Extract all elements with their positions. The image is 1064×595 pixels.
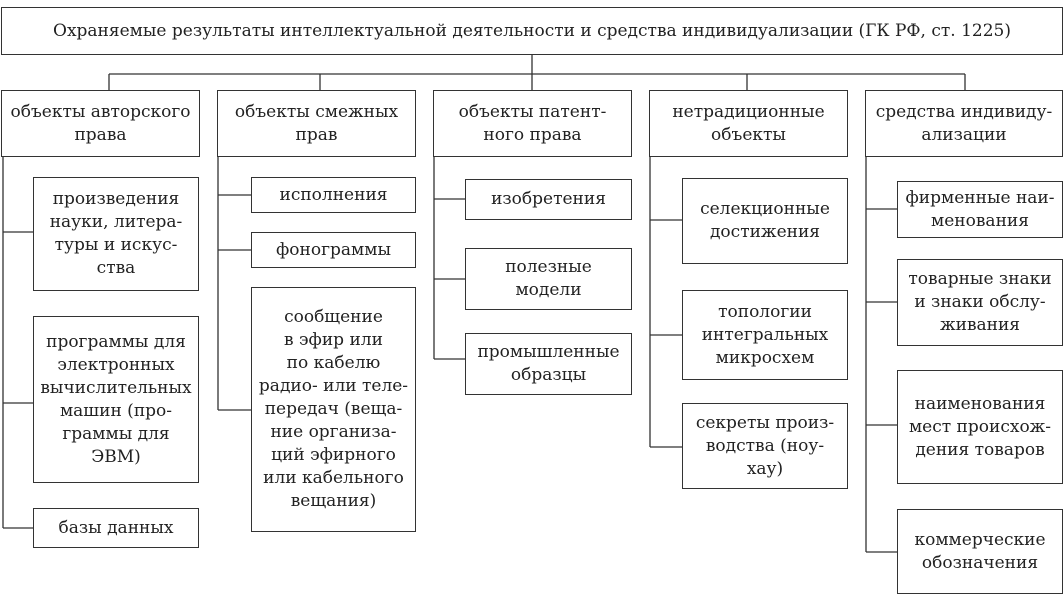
item-label: исполнения (279, 184, 388, 205)
category-label: объекты патент- ного права (458, 101, 607, 145)
item-label: базы данных (58, 517, 174, 538)
item-label: произведения науки, литера- туры и искус… (49, 189, 183, 278)
item-label: изобретения (491, 189, 606, 209)
item-label: программы для электронных вычислительных… (40, 331, 192, 467)
item-chip-topologies: топологии интегральных микросхем (682, 290, 848, 380)
item-know-how: секреты произ- водства (ноу- хау) (682, 403, 848, 489)
item-label: товарные знаки и знаки обслу- живания (908, 269, 1052, 335)
item-industrial-designs: промышленные образцы (465, 333, 632, 395)
category-label: нетрадиционные объекты (672, 101, 825, 145)
item-trademarks: товарные знаки и знаки обслу- живания (897, 259, 1063, 346)
item-works: произведения науки, литера- туры и искус… (33, 177, 199, 291)
item-label: полезные модели (505, 257, 592, 300)
item-phonograms: фонограммы (251, 232, 416, 268)
item-label: наименования мест происхож- дения товаро… (908, 393, 1052, 460)
category-nontraditional: нетрадиционные объекты (649, 90, 848, 157)
category-individualization: средства индивиду- ализации (865, 90, 1063, 157)
root-label: Охраняемые результаты интеллектуальной д… (53, 20, 1011, 41)
category-patent-rights: объекты патент- ного права (433, 90, 632, 157)
item-trade-names: фирменные наи- менования (897, 181, 1063, 238)
item-label: селекционные достижения (700, 199, 830, 242)
category-author-rights: объекты авторского права (1, 90, 200, 157)
item-software: программы для электронных вычислительных… (33, 316, 199, 483)
item-breeding-achievements: селекционные достижения (682, 178, 848, 264)
item-broadcasts: сообщение в эфир или по кабелю радио- ил… (251, 287, 416, 532)
item-label: коммерческие обозначения (914, 529, 1046, 573)
item-label: фирменные наи- менования (905, 187, 1055, 231)
item-label: промышленные образцы (477, 342, 620, 385)
item-databases: базы данных (33, 508, 199, 548)
item-label: топологии интегральных микросхем (701, 301, 829, 368)
category-label: объекты авторского права (10, 101, 191, 145)
item-label: фонограммы (275, 239, 391, 260)
item-commercial-designations: коммерческие обозначения (897, 509, 1063, 594)
item-geographical-indications: наименования мест происхож- дения товаро… (897, 370, 1063, 484)
item-performances: исполнения (251, 177, 416, 213)
category-label: средства индивиду- ализации (875, 101, 1053, 145)
item-label: сообщение в эфир или по кабелю радио- ил… (258, 307, 409, 511)
category-related-rights: объекты смежных прав (217, 90, 416, 157)
category-label: объекты смежных прав (234, 101, 399, 145)
item-utility-models: полезные модели (465, 248, 632, 310)
item-label: секреты произ- водства (ноу- хау) (695, 412, 835, 479)
item-inventions: изобретения (465, 179, 632, 220)
root-node: Охраняемые результаты интеллектуальной д… (1, 7, 1063, 55)
